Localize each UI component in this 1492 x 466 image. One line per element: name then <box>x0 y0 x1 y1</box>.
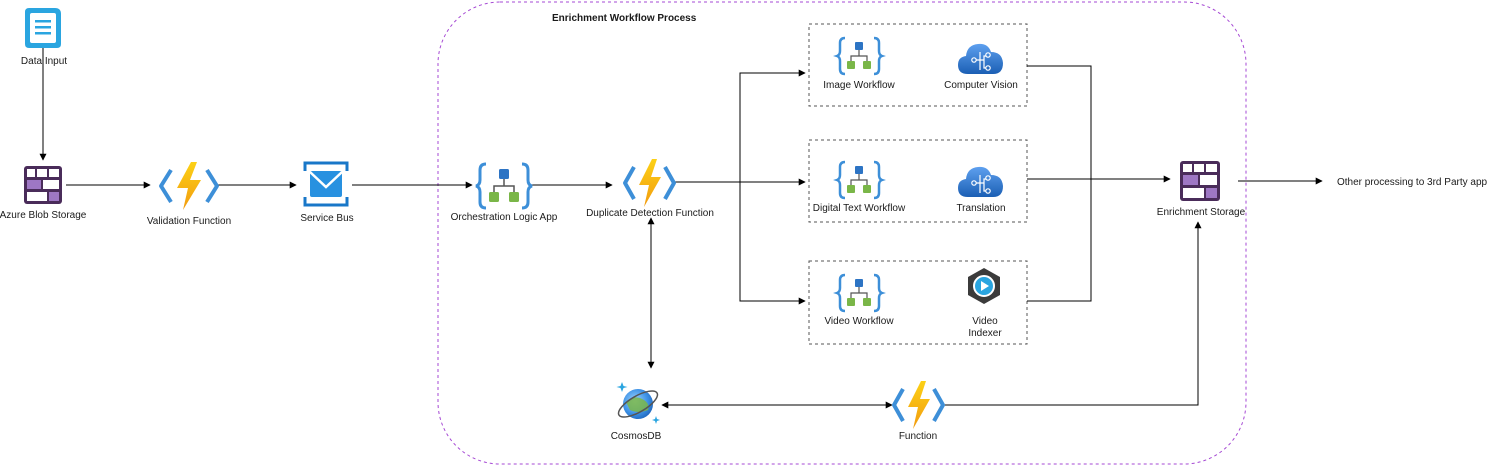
label-computer-vision: Computer Vision <box>944 80 1018 91</box>
cognitive-cloud-icon <box>958 43 1003 74</box>
label-blob-storage: Azure Blob Storage <box>0 210 87 221</box>
function-bolt-icon <box>159 162 219 210</box>
function-bolt-icon <box>892 381 945 429</box>
logic-app-icon <box>475 162 533 210</box>
label-orchestration: Orchestration Logic App <box>451 212 558 223</box>
digital-text-workflow-box <box>808 139 1028 223</box>
label-cosmosdb: CosmosDB <box>611 431 662 442</box>
group-title: Enrichment Workflow Process <box>552 13 697 24</box>
label-validation-function: Validation Function <box>147 216 231 227</box>
edge-function-to-enrichment <box>944 221 1202 406</box>
node-labels: Data Input Azure Blob Storage Validation… <box>0 56 1488 442</box>
edge-split-to-video <box>739 182 806 305</box>
logic-app-icon <box>833 273 886 313</box>
cognitive-cloud-icon <box>958 166 1003 197</box>
label-digital-text-workflow: Digital Text Workflow <box>813 203 906 214</box>
video-workflow-box <box>808 260 1028 345</box>
blob-storage-icon <box>24 166 62 204</box>
image-workflow-box <box>808 23 1028 107</box>
label-third-party: Other processing to 3rd Party app <box>1337 177 1488 188</box>
label-video-indexer-1: Video <box>972 316 998 327</box>
label-translation: Translation <box>956 203 1005 214</box>
blob-storage-icon <box>1180 161 1220 201</box>
logic-app-icon <box>833 160 886 200</box>
service-bus-icon <box>303 161 349 207</box>
edges <box>39 48 1323 409</box>
label-video-indexer-2: Indexer <box>968 328 1002 339</box>
edge-split-to-image <box>739 69 806 182</box>
label-duplicate-detection: Duplicate Detection Function <box>586 208 714 219</box>
function-bolt-icon <box>623 159 676 207</box>
label-data-input: Data Input <box>21 56 67 67</box>
label-service-bus: Service Bus <box>300 213 353 224</box>
edge-image-to-merge <box>1027 65 1092 302</box>
enrichment-workflow-group <box>437 1 1247 465</box>
document-icon <box>25 8 61 48</box>
cosmosdb-icon <box>616 382 660 424</box>
label-video-workflow: Video Workflow <box>824 316 894 327</box>
label-function: Function <box>899 431 937 442</box>
label-image-workflow: Image Workflow <box>823 80 895 91</box>
label-enrichment-storage: Enrichment Storage <box>1157 207 1246 218</box>
video-indexer-icon <box>968 268 1000 304</box>
logic-app-icon <box>833 36 886 76</box>
